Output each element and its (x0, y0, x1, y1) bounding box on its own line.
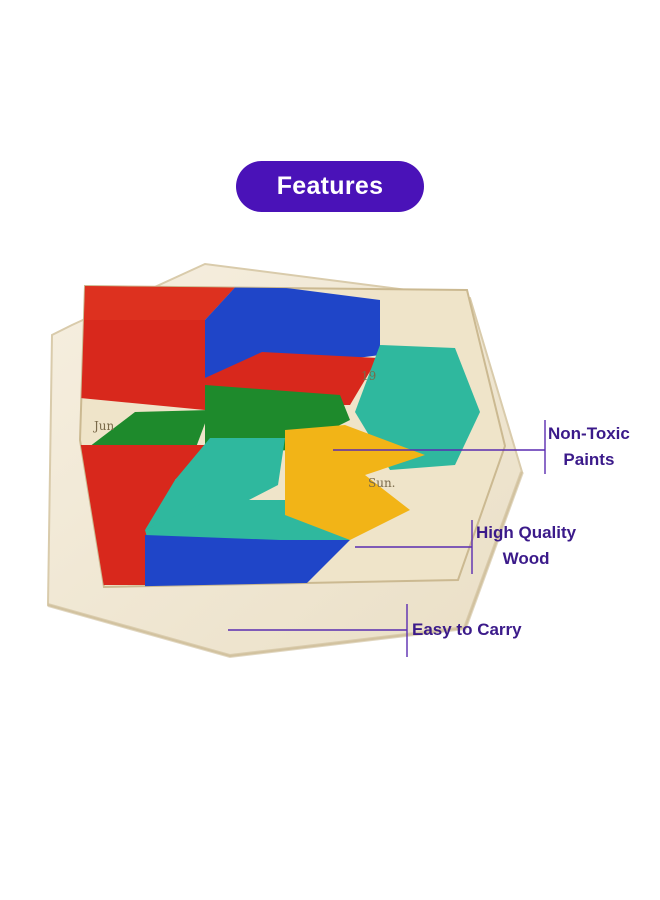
piece-teal-right (355, 345, 480, 470)
features-title: Features (276, 172, 384, 200)
callout-line-2: Wood (502, 549, 550, 568)
callout-high-quality-wood: High Quality Wood (476, 520, 576, 572)
label-weekday: Sun. (368, 476, 396, 490)
label-month: Jun (92, 419, 115, 433)
callout-non-toxic-paints: Non-Toxic Paints (548, 421, 630, 473)
callout-line-2: Paints (563, 450, 615, 469)
features-badge: Features (236, 161, 424, 212)
label-day: 19 (361, 369, 376, 383)
callout-line-1: Easy to Carry (412, 620, 522, 639)
callout-line-1: High Quality (476, 523, 577, 542)
callout-line-1: Non-Toxic (548, 424, 630, 443)
piece-blue-bottom (145, 535, 350, 587)
piece-green-left (85, 410, 210, 450)
callout-easy-to-carry: Easy to Carry (412, 617, 522, 643)
piece-teal-center (145, 438, 285, 530)
piece-blue-top (205, 286, 380, 378)
piece-yellow (285, 425, 425, 540)
